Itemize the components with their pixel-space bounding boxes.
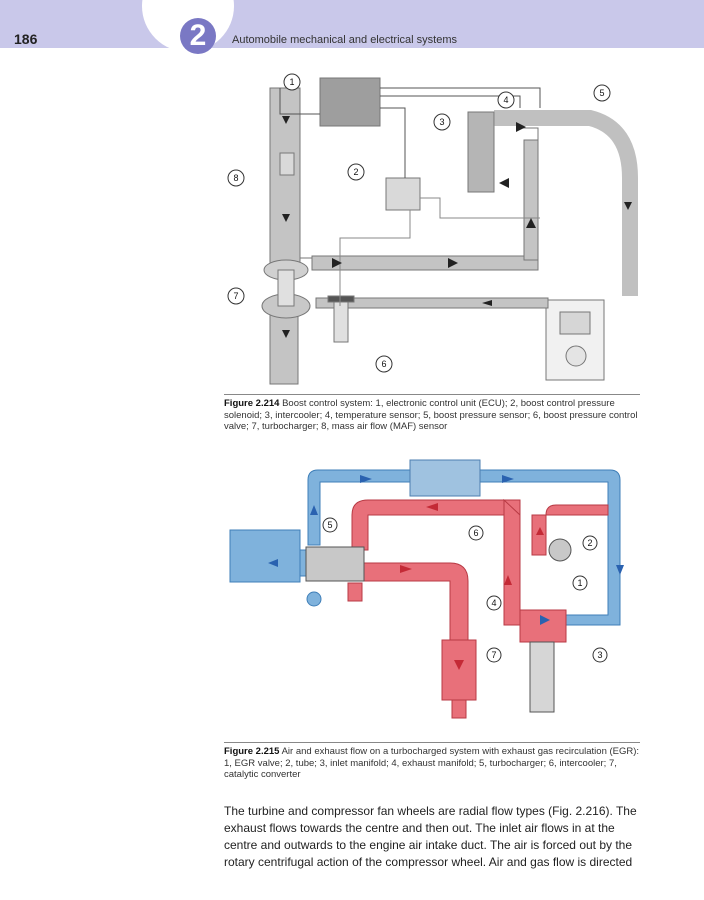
callout-4: 4 (491, 598, 496, 608)
callout-3: 3 (597, 650, 602, 660)
header-band (0, 0, 704, 48)
air-intake-box (229, 529, 301, 583)
maf-sensor-body (279, 152, 295, 176)
figure-2-215-caption: Figure 2.215 Air and exhaust flow on a t… (224, 742, 640, 781)
callout-5: 5 (327, 520, 332, 530)
callout-5: 5 (599, 88, 604, 98)
exhaust-outlet-duct (269, 313, 299, 385)
callout-6: 6 (381, 359, 386, 369)
callout-1: 1 (577, 578, 582, 588)
callout-2: 2 (353, 167, 358, 177)
engine-cylinder (519, 609, 567, 643)
caption-text: Air and exhaust flow on a turbocharged s… (224, 746, 640, 780)
intercooler (467, 111, 495, 193)
figure-boost-control-diagram: 1 2 3 4 5 6 7 8 (227, 73, 638, 385)
exhaust-manifold (351, 499, 521, 551)
running-title: Automobile mechanical and electrical sys… (232, 34, 457, 46)
intercooler (409, 459, 481, 497)
callout-4: 4 (503, 95, 508, 105)
callout-8: 8 (233, 173, 238, 183)
body-paragraph: The turbine and compressor fan wheels ar… (224, 804, 637, 869)
caption-label: Figure 2.214 (224, 398, 280, 409)
callout-7: 7 (491, 650, 496, 660)
page-number: 186 (14, 31, 38, 47)
figure-2-214-caption: Figure 2.214 Boost control system: 1, el… (224, 394, 640, 433)
callout-6: 6 (473, 528, 478, 538)
boost-pressure-control-valve (333, 301, 349, 343)
callout-markers (227, 73, 611, 373)
callout-2: 2 (587, 538, 592, 548)
callout-1: 1 (289, 77, 294, 87)
ecu (319, 77, 381, 127)
exhaust-return-duct (315, 297, 549, 309)
caption-label: Figure 2.215 (224, 746, 280, 757)
callout-3: 3 (439, 117, 444, 127)
chapter-badge: 2 (180, 18, 216, 54)
caption-text: Boost control system: 1, electronic cont… (224, 398, 638, 432)
egr-valve (548, 538, 572, 562)
boost-control-solenoid (385, 177, 421, 211)
callout-7: 7 (233, 291, 238, 301)
intercooler-to-manifold-duct (494, 110, 638, 296)
turbocharger (305, 546, 365, 582)
figure-egr-flow-diagram: 5 6 2 1 4 3 7 (229, 459, 624, 719)
intake-duct (269, 87, 301, 269)
egr-tube (531, 504, 609, 556)
